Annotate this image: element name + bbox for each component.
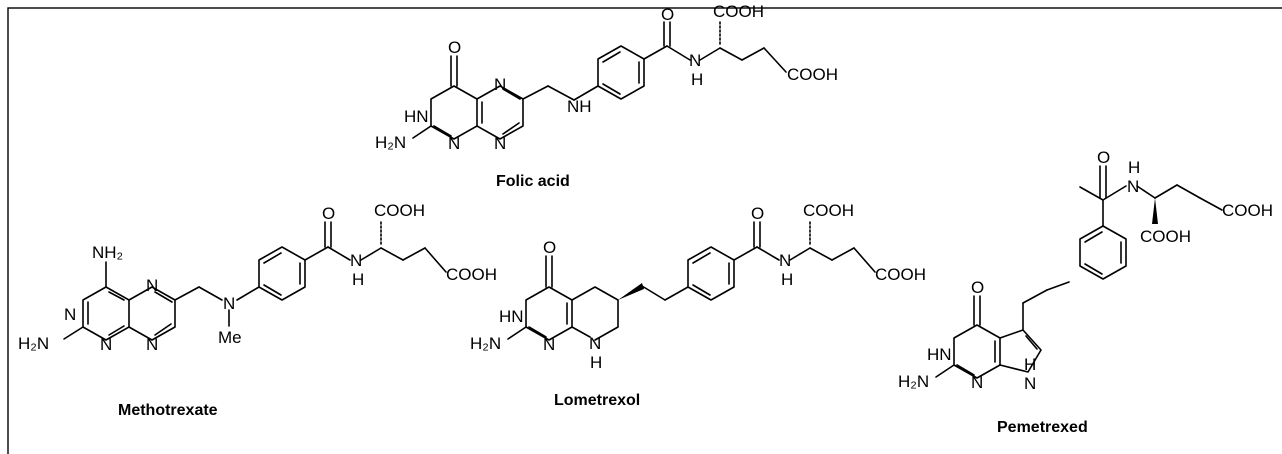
- atom-label: H: [691, 70, 703, 89]
- atom-label: COOH: [446, 265, 497, 284]
- atom-label: O: [1097, 148, 1110, 167]
- caption-pemetrexed: Pemetrexed: [997, 419, 1088, 436]
- atom-label: H: [590, 353, 602, 372]
- atom-label: O: [322, 204, 335, 223]
- atom-label: N: [100, 335, 112, 354]
- atom-label: N: [146, 335, 158, 354]
- atom-label: COOH: [1140, 227, 1191, 246]
- atom-label: N: [223, 294, 235, 313]
- atom-label: H₂N: [470, 334, 501, 353]
- atom-label: N: [589, 334, 601, 353]
- atom-label: HN: [927, 345, 952, 364]
- atom-label: COOH: [713, 2, 764, 21]
- atom-label: N: [448, 134, 460, 153]
- atom-label: O: [971, 278, 984, 297]
- figure-frame: [7, 7, 1282, 454]
- caption-folic-acid: Folic acid: [496, 173, 570, 190]
- atom-label: COOH: [787, 65, 838, 84]
- atom-label: O: [751, 204, 764, 223]
- atom-label: N: [494, 75, 506, 94]
- atom-label: HN: [404, 107, 429, 126]
- atom-label: N: [1127, 177, 1139, 196]
- pemetrexed-structure: [935, 165, 1223, 379]
- atom-label: N: [543, 335, 555, 354]
- atom-label: N: [494, 134, 506, 153]
- atom-label: H: [781, 270, 793, 289]
- atom-label: COOH: [875, 265, 926, 284]
- atom-label: NH: [567, 97, 592, 116]
- atom-label: N: [971, 373, 983, 392]
- methotrexate-structure: [63, 219, 447, 341]
- atom-label: O: [543, 238, 556, 257]
- atom-label: N: [146, 276, 158, 295]
- folic-acid-structure: [412, 19, 787, 140]
- atom-label: H: [1128, 158, 1140, 177]
- atom-label: HN: [499, 307, 524, 326]
- atom-label: H₂N: [898, 372, 929, 391]
- atom-label: N: [689, 51, 701, 70]
- atom-label: Me: [218, 328, 242, 347]
- atom-label: H₂N: [18, 334, 49, 353]
- caption-methotrexate: Methotrexate: [118, 402, 218, 419]
- atom-label: O: [448, 38, 461, 57]
- atom-label: COOH: [803, 201, 854, 220]
- caption-lometrexol: Lometrexol: [554, 392, 640, 409]
- atom-label: N: [64, 305, 76, 324]
- atom-label: COOH: [1222, 201, 1273, 220]
- atom-label: COOH: [374, 201, 425, 220]
- atom-label: NH₂: [92, 243, 123, 262]
- atom-label: O: [661, 5, 674, 24]
- atom-label: H₂N: [375, 133, 406, 152]
- atom-label: N: [1024, 374, 1036, 393]
- atom-label: N: [779, 251, 791, 270]
- atom-label: H: [352, 270, 364, 289]
- atom-label: N: [350, 251, 362, 270]
- lometrexol-structure: [507, 219, 876, 341]
- atom-label: H: [1024, 355, 1036, 374]
